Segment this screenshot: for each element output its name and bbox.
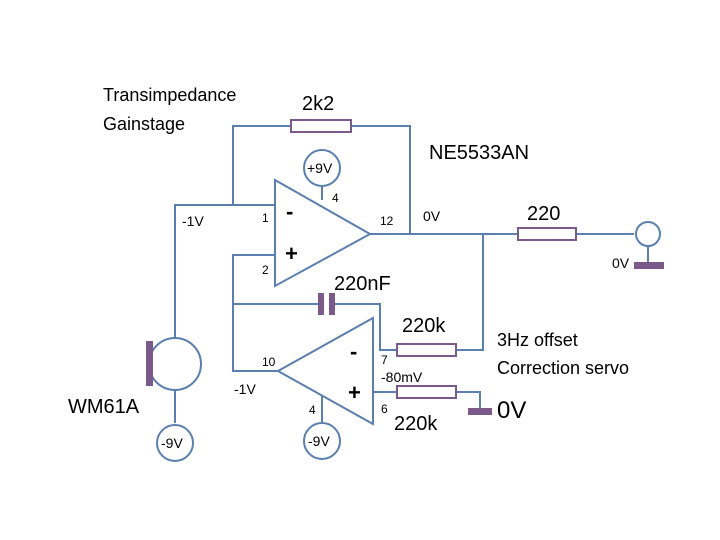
servo-feed-wire <box>456 234 484 351</box>
label-resistor-220k-input: 220k <box>402 315 446 337</box>
inverting-input-wire <box>174 204 275 345</box>
servo-ground-symbol <box>468 408 492 415</box>
pin-1: 1 <box>262 211 269 225</box>
label-supply-pos: +9V <box>307 160 333 176</box>
resistor-220 <box>517 227 577 241</box>
feedback-wire-right <box>351 125 411 234</box>
resistor-220k-bias <box>396 385 457 399</box>
pin-2: 2 <box>262 263 269 277</box>
label-capacitor-220nf: 220nF <box>334 273 391 295</box>
label-supply-neg-mic: -9V <box>161 435 183 451</box>
opamp-transimpedance <box>274 178 373 288</box>
label-servo-line2: Correction servo <box>497 358 629 378</box>
servo-minus-sign: - <box>350 339 357 364</box>
supply-pos-circle <box>303 149 341 187</box>
resistor-2k2 <box>290 119 352 133</box>
label-resistor-2k2: 2k2 <box>302 93 334 115</box>
pin-10: 10 <box>262 355 276 369</box>
pin-6: 6 <box>381 402 388 416</box>
label-resistor-220: 220 <box>527 203 560 225</box>
label-voltage-output: 0V <box>423 208 441 224</box>
pin-12: 12 <box>380 214 394 228</box>
label-ground-0v: 0V <box>497 397 526 424</box>
label-supply-neg-servo: -9V <box>308 433 330 449</box>
label-opamp-part: NE5533AN <box>429 142 529 164</box>
supply-neg-mic-circle <box>156 424 194 462</box>
label-voltage-inverting: -1V <box>182 213 204 229</box>
microphone-body <box>148 337 202 391</box>
label-voltage-servo-out: -1V <box>234 381 256 397</box>
label-voltage-servo-bias: -80mV <box>381 369 423 385</box>
label-microphone: WM61A <box>68 396 140 418</box>
label-resistor-220k-bias: 220k <box>394 413 438 435</box>
servo-plus-sign: + <box>348 380 361 405</box>
title-line1: Transimpedance <box>103 85 236 105</box>
microphone-plate <box>146 341 153 386</box>
output-jack[interactable] <box>635 221 661 247</box>
opamp-minus-sign: - <box>286 199 293 224</box>
output-ground-symbol <box>634 262 664 269</box>
resistor-220k-input <box>396 343 457 357</box>
capacitor-plate-left <box>318 293 324 315</box>
pin-4-top: 4 <box>332 191 339 205</box>
capacitor-plate-right <box>329 293 335 315</box>
feedback-wire <box>232 125 291 205</box>
cap-wire-right <box>334 303 397 351</box>
title-line2: Gainstage <box>103 114 185 134</box>
opamp-plus-sign: + <box>285 241 298 266</box>
pin-4-bottom: 4 <box>309 403 316 417</box>
servo-bias-wire <box>456 391 481 408</box>
noninv-input-wire <box>232 254 278 372</box>
supply-neg-servo-circle <box>303 422 341 460</box>
opamp-servo <box>275 316 374 426</box>
label-servo-line1: 3Hz offset <box>497 330 578 350</box>
pin-7: 7 <box>381 353 388 367</box>
label-voltage-output-jack: 0V <box>612 255 630 271</box>
